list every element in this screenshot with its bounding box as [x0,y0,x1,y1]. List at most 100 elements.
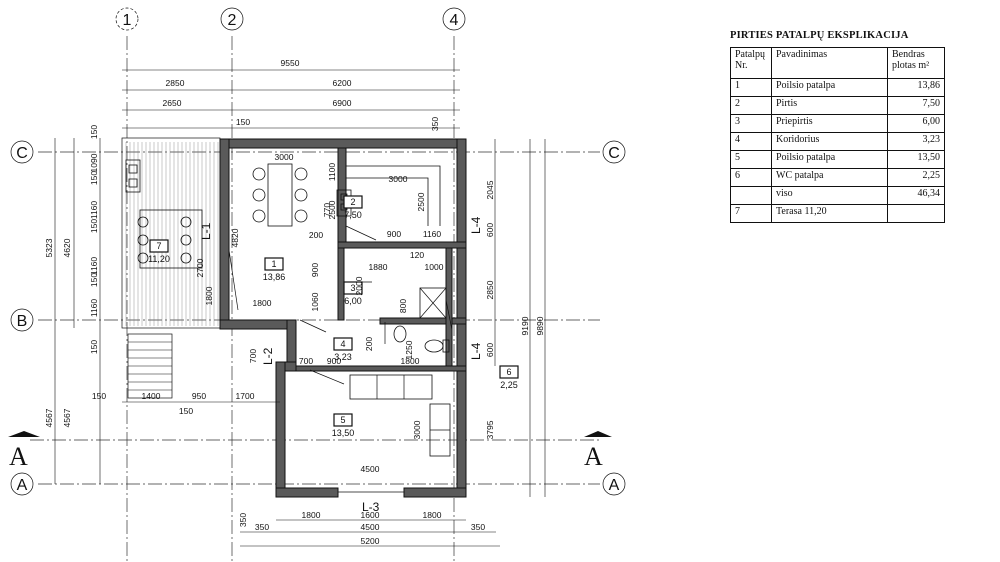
dimension-label: 1160 [89,299,99,318]
dimension-label: 350 [471,522,485,532]
cell-area: 3,23 [887,132,945,151]
dimension-label: 120 [410,250,424,260]
room-tag-2: 27,50 [343,195,363,220]
svg-text:13,86: 13,86 [263,272,286,282]
dimension-label: 3795 [485,420,495,439]
dimension-label: 600 [485,223,495,237]
dimension-label: 950 [192,391,206,401]
dimension-label: 350 [255,522,269,532]
dimension-label: 2700 [195,258,205,277]
axis-bubble-c-left: C [10,140,34,164]
dimension-label: 1800 [423,510,442,520]
dimension-label: 1090 [89,153,99,172]
section-mark-left: A [8,431,40,471]
interior-walls [295,147,467,372]
dimension-label: 900 [310,263,320,277]
svg-text:3,23: 3,23 [334,352,352,362]
dimension-label: 2500 [416,192,426,211]
axis-lines [30,36,600,562]
svg-text:A: A [17,477,28,494]
dimension-label: 900 [327,356,341,366]
wc-fixtures [393,325,450,353]
wall-label-l2: L-2 [261,347,275,365]
wall-label-l4-lower: L-4 [469,342,483,360]
cell-nr: 1 [730,78,772,97]
header-area: Bendras plotas m² [887,47,945,79]
dimension-label: 770 [322,203,332,217]
dimension-label: 150 [89,273,99,287]
dimension-label: 1800 [253,298,272,308]
table-header-row: Patalpų Nr. Pavadinimas Bendras plotas m… [730,47,945,79]
cell-area: 6,00 [887,114,945,133]
svg-text:13,50: 13,50 [332,428,355,438]
svg-text:A: A [9,442,28,471]
svg-text:1: 1 [123,12,132,29]
dimension-label: 5200 [361,536,380,546]
room-tag-5: 513,50 [332,413,355,438]
dimension-label: 150 [89,171,99,185]
svg-text:11,20: 11,20 [148,254,170,264]
dimension-label: 1160 [89,257,99,276]
section-mark-right: A [584,431,612,471]
svg-text:A: A [584,442,603,471]
dimension-label: 150 [92,391,106,401]
dimension-label: 1800 [204,286,214,305]
explication-table: Patalpų Nr. Pavadinimas Bendras plotas m… [730,47,945,223]
dimension-label: 2850 [166,78,185,88]
dimension-label: 1060 [310,292,320,311]
cell-area: 46,34 [887,186,945,205]
dimension-label: 3000 [412,420,422,439]
dining-table-terrace [137,216,192,264]
sofa-room-5 [349,374,451,457]
dimension-label: 4820 [230,228,240,247]
dimension-label: 1700 [236,391,255,401]
shower [419,287,447,319]
svg-text:6: 6 [506,367,511,377]
cell-name: Terasa 11,20 [771,204,888,223]
axis-bubble-2: 2 [220,7,244,31]
dimension-label: 900 [387,229,401,239]
svg-text:7,50: 7,50 [344,210,362,220]
svg-text:2: 2 [350,197,355,207]
cell-nr: 5 [730,150,772,169]
svg-text:4: 4 [340,339,345,349]
dimension-label: 150 [236,117,250,127]
svg-text:C: C [608,145,620,162]
dimension-label: 350 [430,117,440,131]
dining-table-room-1 [252,163,308,227]
axis-bubble-a-right: A [602,472,626,496]
dimension-label: 6900 [333,98,352,108]
svg-text:5: 5 [340,415,345,425]
room-tag-6: 62,25 [499,365,519,390]
dimension-label: 150 [179,406,193,416]
cell-name: WC patalpa [771,168,888,187]
dimension-label: 1100 [327,163,337,182]
cell-nr: 6 [730,168,772,187]
dimension-label: 2650 [163,98,182,108]
dimension-label: 9890 [535,316,545,335]
axis-bubble-a-left: A [10,472,34,496]
svg-text:6,00: 6,00 [344,296,362,306]
dimension-label: 9190 [520,316,530,335]
dimension-label: 4620 [62,238,72,257]
cell-nr: 3 [730,114,772,133]
cell-area: 13,86 [887,78,945,97]
cell-area: 7,50 [887,96,945,115]
wall-label-l3: L-3 [362,500,380,514]
dimension-label: 2000 [354,276,364,295]
cell-name: Pirtis [771,96,888,115]
axis-bubble-4: 4 [442,7,466,31]
dimension-label: 2500 [327,200,337,219]
dimension-label: 150 [89,219,99,233]
dimension-label: 200 [364,337,374,351]
wall-labels: L-1 L-2 L-3 L-4 L-4 [199,216,483,514]
dimension-label: 3000 [275,152,294,162]
dimension-label: 5323 [44,238,54,257]
room-tag-7: 711,20 [148,239,170,264]
